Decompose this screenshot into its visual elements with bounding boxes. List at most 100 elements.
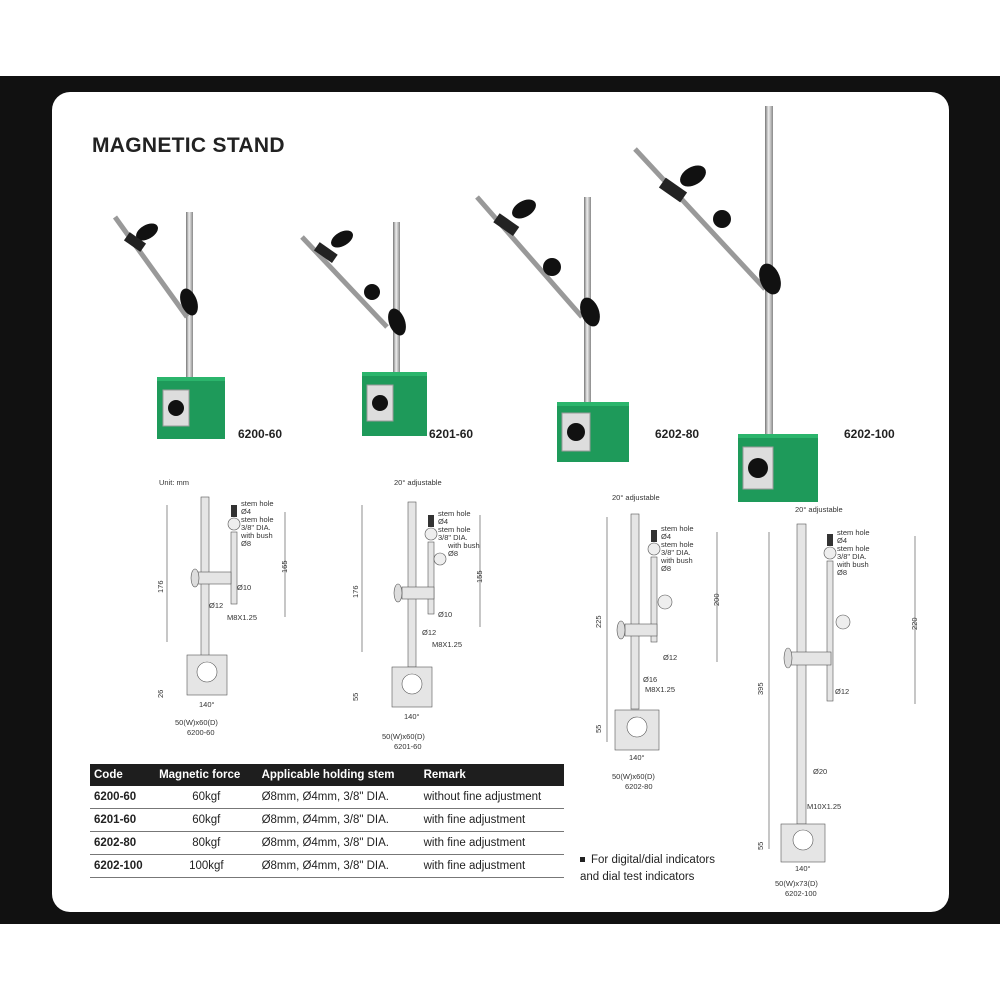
svg-text:Ø12: Ø12 xyxy=(835,687,849,696)
svg-text:Ø4: Ø4 xyxy=(837,536,847,545)
model-label-2: 6201-60 xyxy=(429,427,474,441)
svg-text:395: 395 xyxy=(756,682,765,695)
cell-remark: with fine adjustment xyxy=(419,854,564,878)
svg-text:Ø16: Ø16 xyxy=(643,675,657,684)
header-code: Code xyxy=(90,764,156,786)
svg-text:200: 200 xyxy=(712,593,721,606)
svg-text:with bush: with bush xyxy=(660,556,693,565)
model-label-1: 6200-60 xyxy=(238,427,283,441)
svg-text:50(W)x60(D): 50(W)x60(D) xyxy=(612,772,655,781)
svg-text:stem hole: stem hole xyxy=(837,544,870,553)
svg-text:Ø4: Ø4 xyxy=(438,517,448,526)
cell-stem: Ø8mm, Ø4mm, 3/8" DIA. xyxy=(257,786,420,809)
cell-code: 6202-100 xyxy=(90,854,156,878)
drawing-6201-60: 20° adjustable 176 55 155 stem hole Ø4 s… xyxy=(351,478,484,751)
drawing-6202-100: 20° adjustable 395 55 220 stem hole Ø4 s… xyxy=(756,505,919,898)
svg-text:50(W)x60(D): 50(W)x60(D) xyxy=(382,732,425,741)
svg-text:Ø10: Ø10 xyxy=(438,610,452,619)
svg-text:with bush: with bush xyxy=(447,541,480,550)
svg-text:3/8" DIA.: 3/8" DIA. xyxy=(837,552,867,561)
svg-text:176: 176 xyxy=(156,580,165,593)
table-row: 6200-60 60kgf Ø8mm, Ø4mm, 3/8" DIA. with… xyxy=(90,786,564,809)
svg-text:50(W)x60(D): 50(W)x60(D) xyxy=(175,718,218,727)
svg-text:Ø12: Ø12 xyxy=(422,628,436,637)
svg-text:Ø4: Ø4 xyxy=(241,507,251,516)
svg-text:stem hole: stem hole xyxy=(661,524,694,533)
usage-note: For digital/dial indicators and dial tes… xyxy=(580,852,715,886)
catalog-card: MAGNETIC STAND 6200-60 6201-60 xyxy=(52,92,949,912)
cell-force: 60kgf xyxy=(155,786,258,809)
cell-remark: with fine adjustment xyxy=(419,831,564,855)
svg-text:Ø8: Ø8 xyxy=(448,549,458,558)
svg-text:Ø4: Ø4 xyxy=(661,532,671,541)
model-label-3: 6202-80 xyxy=(655,427,700,441)
svg-text:M8X1.25: M8X1.25 xyxy=(227,613,257,622)
svg-text:6202-100: 6202-100 xyxy=(785,889,817,898)
svg-text:55: 55 xyxy=(351,693,360,701)
svg-text:140°: 140° xyxy=(404,712,420,721)
svg-text:M8X1.25: M8X1.25 xyxy=(432,640,462,649)
svg-text:140°: 140° xyxy=(629,753,645,762)
svg-text:26: 26 xyxy=(156,690,165,698)
cell-force: 100kgf xyxy=(155,854,258,878)
table-header-row: Code Magnetic force Applicable holding s… xyxy=(90,764,564,786)
cell-force: 60kgf xyxy=(155,808,258,832)
svg-text:55: 55 xyxy=(756,842,765,850)
table-row: 6202-100 100kgf Ø8mm, Ø4mm, 3/8" DIA. wi… xyxy=(90,854,564,878)
cell-remark: with fine adjustment xyxy=(419,808,564,832)
svg-text:165: 165 xyxy=(280,560,289,573)
svg-text:Ø12: Ø12 xyxy=(663,653,677,662)
svg-text:140°: 140° xyxy=(199,700,215,709)
svg-text:55: 55 xyxy=(594,725,603,733)
cell-stem: Ø8mm, Ø4mm, 3/8" DIA. xyxy=(257,831,420,855)
table-row: 6201-60 60kgf Ø8mm, Ø4mm, 3/8" DIA. with… xyxy=(90,808,564,832)
svg-text:with bush: with bush xyxy=(836,560,869,569)
svg-text:50(W)x73(D): 50(W)x73(D) xyxy=(775,879,818,888)
drawing-6202-80: 20° adjustable 225 55 200 stem hole Ø4 s… xyxy=(594,493,721,791)
svg-text:M10X1.25: M10X1.25 xyxy=(807,802,841,811)
svg-text:3/8" DIA.: 3/8" DIA. xyxy=(438,533,468,542)
cell-stem: Ø8mm, Ø4mm, 3/8" DIA. xyxy=(257,808,420,832)
cell-force: 80kgf xyxy=(155,831,258,855)
spec-table: Code Magnetic force Applicable holding s… xyxy=(90,764,564,878)
svg-text:3/8" DIA.: 3/8" DIA. xyxy=(241,523,271,532)
svg-text:Ø8: Ø8 xyxy=(241,539,251,548)
svg-text:20° adjustable: 20° adjustable xyxy=(612,493,660,502)
bullet-icon xyxy=(580,857,585,863)
svg-text:with bush: with bush xyxy=(240,531,273,540)
svg-text:M8X1.25: M8X1.25 xyxy=(645,685,675,694)
svg-text:stem hole: stem hole xyxy=(438,509,471,518)
header-holding-stem: Applicable holding stem xyxy=(257,764,420,786)
table-row: 6202-80 80kgf Ø8mm, Ø4mm, 3/8" DIA. with… xyxy=(90,831,564,855)
svg-text:176: 176 xyxy=(351,585,360,598)
drawing-6200-60: Unit: mm 176 26 165 stem hole Ø4 stem ho… xyxy=(156,478,289,737)
svg-text:20° adjustable: 20° adjustable xyxy=(795,505,843,514)
header-magnetic-force: Magnetic force xyxy=(155,764,258,786)
svg-text:stem hole: stem hole xyxy=(661,540,694,549)
svg-text:155: 155 xyxy=(475,570,484,583)
cell-code: 6202-80 xyxy=(90,831,156,855)
svg-text:3/8" DIA.: 3/8" DIA. xyxy=(661,548,691,557)
svg-text:Ø8: Ø8 xyxy=(837,568,847,577)
svg-text:140°: 140° xyxy=(795,864,811,873)
svg-text:225: 225 xyxy=(594,615,603,628)
svg-text:Ø8: Ø8 xyxy=(661,564,671,573)
note-line-2: and dial test indicators xyxy=(580,871,695,883)
cell-stem: Ø8mm, Ø4mm, 3/8" DIA. xyxy=(257,854,420,878)
page-title: MAGNETIC STAND xyxy=(92,134,285,157)
stand-photo-6202-100 xyxy=(633,106,818,502)
svg-text:220: 220 xyxy=(910,617,919,630)
note-line-1: For digital/dial indicators xyxy=(591,854,716,866)
stand-photo-6200-60 xyxy=(112,212,225,439)
svg-text:stem hole: stem hole xyxy=(837,528,870,537)
svg-text:stem hole: stem hole xyxy=(241,499,274,508)
svg-text:stem hole: stem hole xyxy=(438,525,471,534)
svg-text:6202-80: 6202-80 xyxy=(625,782,653,791)
svg-text:Ø20: Ø20 xyxy=(813,767,827,776)
cell-code: 6200-60 xyxy=(90,786,156,809)
cell-code: 6201-60 xyxy=(90,808,156,832)
svg-text:20° adjustable: 20° adjustable xyxy=(394,478,442,487)
header-remark: Remark xyxy=(419,764,564,786)
svg-text:Ø12: Ø12 xyxy=(209,601,223,610)
svg-text:6200-60: 6200-60 xyxy=(187,728,215,737)
